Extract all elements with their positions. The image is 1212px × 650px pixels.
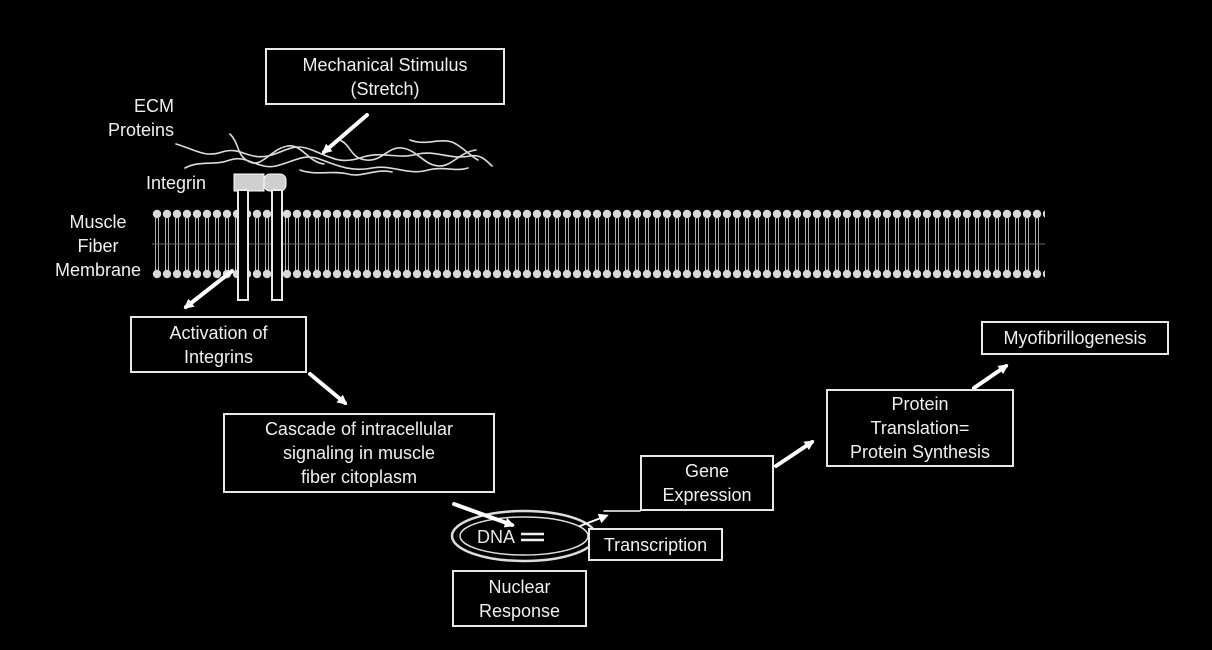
ecm-proteins-label: ECM Proteins <box>92 94 174 142</box>
arrow-nucleus-to-transcription <box>579 513 609 527</box>
cascade-line3: fiber citoplasm <box>300 467 418 487</box>
myofibrillogenesis-text: Myofibrillogenesis <box>1003 328 1147 348</box>
cascade-line1: Cascade of intracellular <box>264 419 454 439</box>
flow-arrows <box>183 113 1009 528</box>
arrow-activation-to-cascade <box>308 372 348 405</box>
nucleus-icon <box>450 509 598 563</box>
ecm-line2: Proteins <box>107 120 174 140</box>
gene-line1: Gene <box>684 461 730 481</box>
protein-line2: Translation= <box>870 418 970 438</box>
arrow-protein-to-myofibrillogenesis <box>972 364 1009 390</box>
protein-line1: Protein <box>891 394 949 414</box>
membrane-bilayer <box>152 208 1045 280</box>
gene-line2: Expression <box>662 485 752 505</box>
nuclear-response-box: Nuclear Response <box>452 570 587 627</box>
integrin-label: Integrin <box>146 171 206 195</box>
activation-line1: Activation of <box>169 322 268 343</box>
cascade-signaling-box: Cascade of intracellular signaling in mu… <box>223 413 495 493</box>
mechanical-stimulus-box: Mechanical Stimulus (Stretch) <box>265 48 505 105</box>
muscle-fiber-membrane-label: Muscle Fiber Membrane <box>46 210 150 282</box>
arrow-gene-to-protein <box>774 440 815 468</box>
arrow-integrin-to-activation <box>183 269 234 309</box>
dna-text: DNA <box>477 527 516 547</box>
activation-line2: Integrins <box>183 346 254 367</box>
transcription-text: Transcription <box>603 534 708 555</box>
nuclear-line2: Response <box>478 600 561 621</box>
stimulus-line2: (Stretch) <box>350 78 420 99</box>
integrin-icon <box>233 173 287 301</box>
cascade-line2: signaling in muscle <box>282 443 436 463</box>
protein-synthesis-box: Protein Translation= Protein Synthesis <box>826 389 1014 467</box>
nuclear-line1: Nuclear <box>488 576 551 597</box>
stimulus-line1: Mechanical Stimulus <box>302 54 468 75</box>
myofibrillogenesis-box: Myofibrillogenesis <box>981 321 1169 355</box>
gene-expression-box: Gene Expression <box>640 455 774 511</box>
dna-label: DNA <box>477 525 515 549</box>
ecm-fibers <box>175 133 493 176</box>
protein-line3: Protein Synthesis <box>849 442 991 462</box>
arrow-stimulus-to-ecm <box>321 113 369 154</box>
arrow-cascade-to-dna <box>452 502 515 528</box>
membrane-line3: Membrane <box>54 260 142 280</box>
membrane-line2: Fiber <box>77 236 119 256</box>
activation-of-integrins-box: Activation of Integrins <box>130 316 307 373</box>
membrane-line1: Muscle <box>69 212 127 232</box>
transcription-box: Transcription <box>588 528 723 561</box>
integrin-text: Integrin <box>146 173 207 193</box>
ecm-line1: ECM <box>134 96 174 116</box>
